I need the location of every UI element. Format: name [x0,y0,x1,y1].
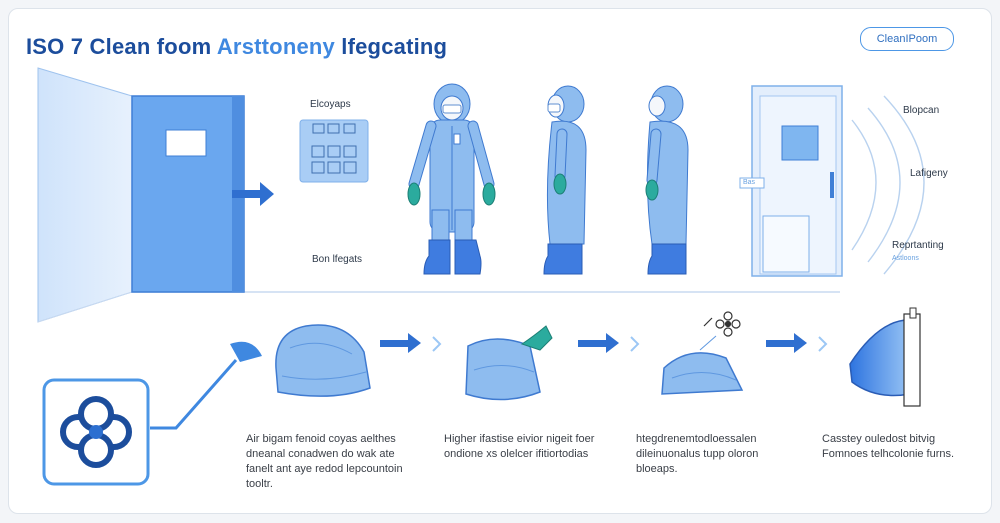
step-arrow-3 [766,333,828,353]
connector-line [150,341,262,430]
control-panel[interactable] [299,119,369,183]
panel-label-top: Elcoyaps [310,99,351,110]
right-label-3: Reprtanting [892,240,944,251]
step-4-cone [849,307,921,407]
cleanroom-badge[interactable]: CleanIPoom [860,27,954,51]
title-main: ISO 7 Clean foom [26,34,217,59]
step-2-bag [465,325,553,401]
cleanroom-cluster-icon[interactable] [42,378,150,486]
right-label-2: Lafigeny [910,168,948,179]
cleanroom-suit-side [543,85,587,275]
step-2-caption: Higher ifastise eivior nigeit foer ondio… [444,433,595,460]
enter-arrow [232,182,274,206]
step-1-caption: Air bigam fenoid coyas aelthes dneanal c… [246,433,403,490]
panel-label-bottom: Bon lfegats [312,254,363,265]
right-label-3-sub: Astloons [892,255,919,262]
cleanroom-suit-back [645,85,689,275]
right-label-1: Blopcan [903,105,940,116]
step-arrow-1 [380,333,442,353]
title-tail: lfegcating [334,34,448,59]
step-1-garment [275,324,371,397]
entrance-door[interactable] [131,95,245,293]
step-3-shoecover [661,335,744,395]
step-4-caption: Casstey ouledost bitvig Fomnoes telhcolo… [822,433,955,460]
door-tag: Bas [743,179,756,186]
step-arrow-2 [578,333,640,353]
title-accent: Arsttoneny [216,34,335,59]
airflow-waves [851,95,925,275]
step-3-caption: htegdrenemtodloessalen dileinuonalus tup… [636,433,759,475]
particle-flower-icon [703,311,741,337]
cleanroom-door[interactable] [739,85,843,277]
cleanroom-suit-front [407,83,496,275]
page-title: ISO 7 Clean foom Arsttoneny lfegcating [26,34,447,60]
